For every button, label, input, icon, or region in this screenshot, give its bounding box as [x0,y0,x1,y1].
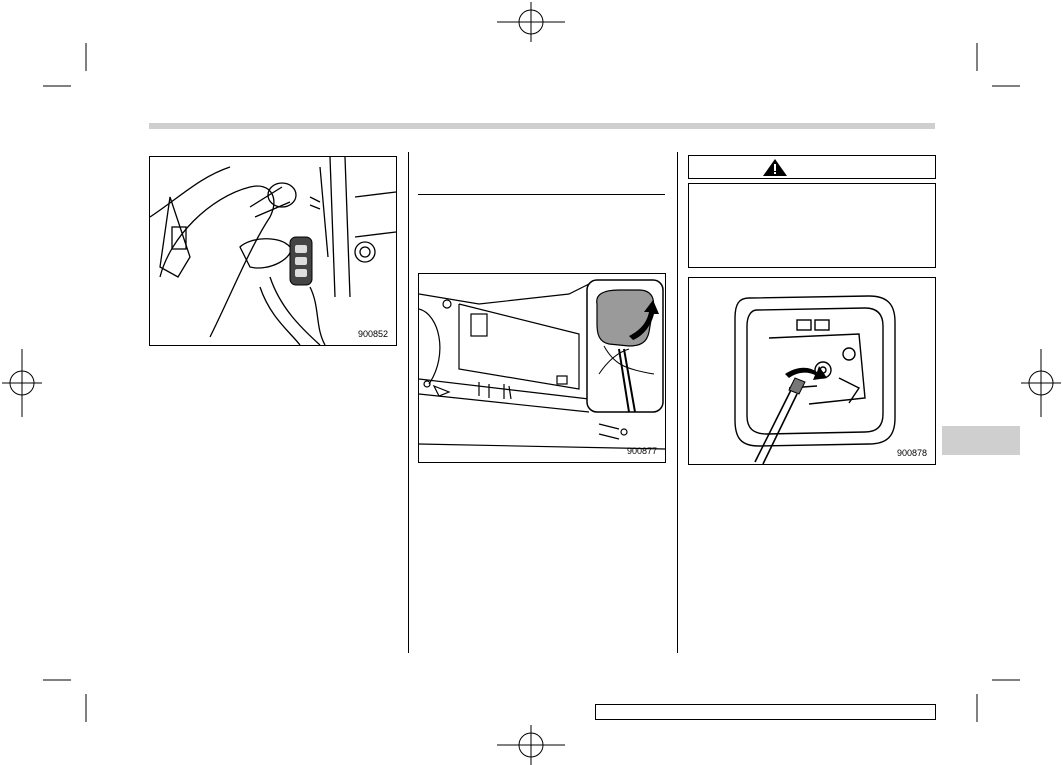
crop-marks [43,43,1020,722]
arrow-icon [785,366,827,380]
registration-mark-icon [2,349,42,417]
illustration-latch [734,295,896,464]
column-divider [677,152,678,653]
figure-id: 900877 [626,446,657,456]
zoom-inset [586,279,664,413]
registration-mark-icon [1021,349,1061,417]
footer-box [595,704,936,720]
figure-id: 900878 [896,448,927,458]
warning-triangle-icon [763,159,787,176]
figure-id: 900852 [357,329,388,339]
header-bar [149,123,935,129]
screwdriver-icon [754,377,806,464]
registration-mark-icon [497,2,565,42]
figure-latch-release: 900878 [688,277,936,465]
figure-cargo-cap-removal: 900877 [418,273,666,463]
illustration-key-fob [150,157,396,345]
column-divider [408,152,409,653]
warning-box [688,183,936,268]
key-fob-icon [289,236,313,286]
registration-mark-icon [497,725,565,765]
chapter-tab [942,426,1020,455]
illustration-cargo-area [419,279,665,450]
arrow-icon [629,300,659,340]
warning-header [688,155,936,179]
section-divider [418,194,665,195]
figure-key-fob-ignition: 900852 [149,156,397,346]
